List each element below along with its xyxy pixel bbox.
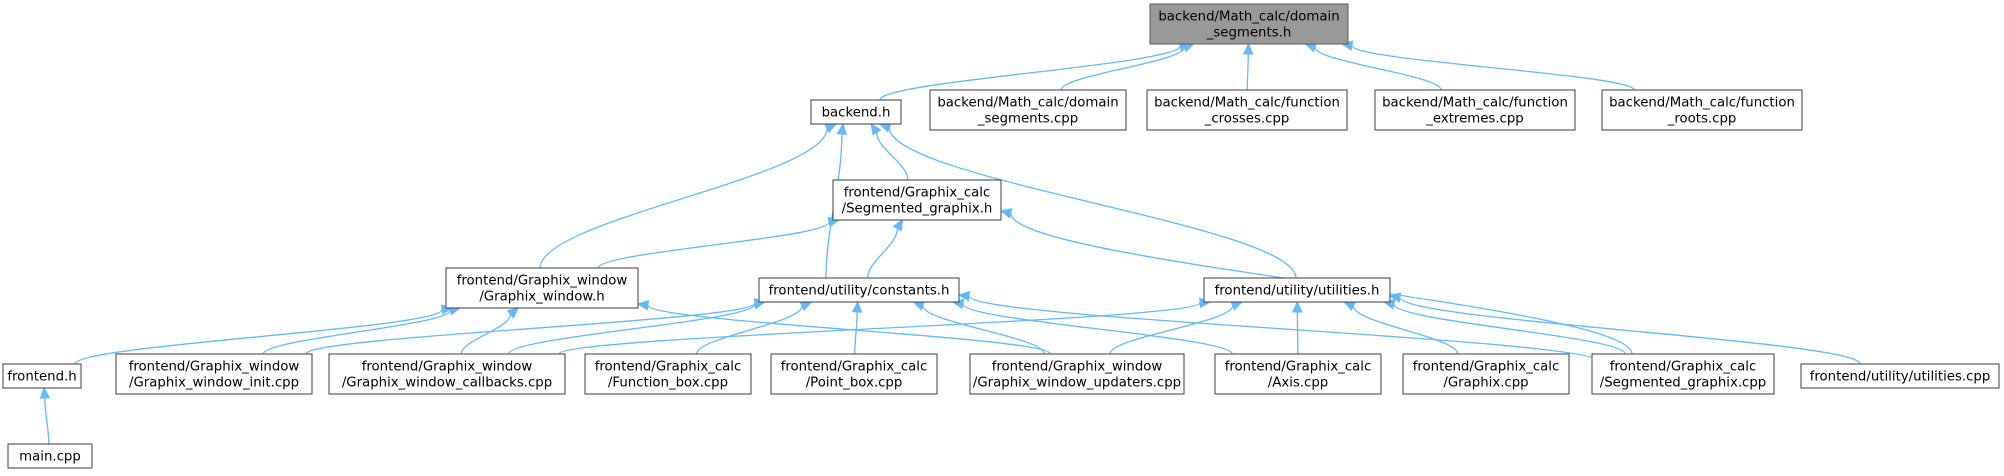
node-box [1591,353,1775,395]
node-utilities-cpp[interactable]: frontend/utility/utilities.cpp [1800,363,2000,389]
node-label-line: frontend/Graphix_calc [1610,360,1757,375]
node-label-line: _crosses.cpp [1204,112,1290,127]
node-graphix-cpp[interactable]: frontend/Graphix_calc/Graphix.cpp [1402,353,1570,395]
node-label-line: /Graphix_window.h [479,290,604,305]
edge-crosses_cpp-to-segments_h [1242,42,1254,91]
node-label-line: /Graphix_window_updaters.cpp [973,376,1181,391]
edge-extremes_cpp-to-segments_h [1304,42,1442,91]
edge-point_box_cpp-to-constants_h [851,300,863,355]
node-box [115,353,313,395]
node-label-line: /Graphix_window_init.cpp [129,376,299,391]
node-roots-cpp[interactable]: backend/Math_calc/function_roots.cpp [1601,89,1803,131]
edge-graphix_window_h-to-backend_h [539,123,838,269]
node-box [929,89,1127,131]
edge-seg_graphix_cpp-to-constants_h [957,290,1601,363]
node-label-line: /Segmented_graphix.cpp [1600,376,1767,391]
node-box [832,179,1002,221]
node-label-line: frontend/utility/utilities.cpp [1810,370,1991,385]
node-main-cpp[interactable]: main.cpp [7,443,93,469]
node-label-line: /Point_box.cpp [806,376,903,391]
node-label-line: frontend/utility/utilities.h [1215,284,1380,299]
node-label-line: _roots.cpp [1667,112,1737,127]
node-box [445,267,639,309]
node-label-line: frontend/Graphix_window [992,360,1163,375]
node-frontend-h[interactable]: frontend.h [2,363,82,389]
node-label-line: _segments.cpp [977,112,1078,127]
node-label-line: frontend/Graphix_calc [844,186,991,201]
node-label-line: /Function_box.cpp [608,376,728,391]
node-label-line: backend/Math_calc/domain [937,96,1118,111]
node-segments-h[interactable]: backend/Math_calc/domain_segments.h [1149,3,1349,45]
node-box [1149,3,1349,45]
node-label-line: frontend.h [7,370,76,385]
edge-gw_init_cpp-to-graphix_window_h [262,305,462,355]
node-box [1214,353,1382,395]
node-box [1146,89,1348,131]
node-backend-h[interactable]: backend.h [810,99,902,125]
edge-utilities_cpp-to-utilities_h [1388,292,1861,365]
node-label-line: frontend/Graphix_calc [595,360,742,375]
node-label-line: backend/Math_calc/domain [1158,10,1339,25]
node-seg-graphix-h[interactable]: frontend/Graphix_calc/Segmented_graphix.… [832,179,1002,221]
node-label-line: /Graphix.cpp [1443,376,1528,391]
node-label-line: /Graphix_window_callbacks.cpp [342,376,552,391]
node-label-line: /Axis.cpp [1268,376,1329,391]
node-seg-graphix-cpp[interactable]: frontend/Graphix_calc/Segmented_graphix.… [1591,353,1775,395]
edge-main_cpp-to-frontend_h [39,386,51,445]
edge-graphix_window_h-to-seg_graphix_h [597,216,841,269]
node-label-line: frontend/Graphix_window [362,360,533,375]
edge-constants_h-to-seg_graphix_h [867,218,904,279]
node-gw-updaters-cpp[interactable]: frontend/Graphix_window/Graphix_window_u… [969,353,1185,395]
edge-gw_callbacks_cpp-to-graphix_window_h [460,307,520,355]
node-box [2,363,82,389]
node-gw-callbacks-cpp[interactable]: frontend/Graphix_window/Graphix_window_c… [328,353,566,395]
node-axis-cpp[interactable]: frontend/Graphix_calc/Axis.cpp [1214,353,1382,395]
node-box [758,277,960,303]
edge-function_box_cpp-to-constants_h [696,301,813,355]
node-gw-init-cpp[interactable]: frontend/Graphix_window/Graphix_window_i… [115,353,313,395]
node-box [1203,277,1391,303]
node-point-box-cpp[interactable]: frontend/Graphix_calc/Point_box.cpp [770,353,938,395]
node-label-line: backend.h [822,106,891,121]
node-box [1402,353,1570,395]
node-label-line: backend/Math_calc/function [1154,96,1340,111]
node-label-line: frontend/Graphix_calc [1225,360,1372,375]
node-box [328,353,566,395]
node-label-line: backend/Math_calc/function [1382,96,1568,111]
node-label-line: _segments.h [1206,26,1292,41]
node-box [770,353,938,395]
node-box [1601,89,1803,131]
node-label-line: frontend/Graphix_window [129,360,300,375]
node-label-line: frontend/utility/constants.h [769,284,950,299]
node-box [1374,89,1576,131]
node-box [584,353,752,395]
node-constants-h[interactable]: frontend/utility/constants.h [758,277,960,303]
node-segments-cpp[interactable]: backend/Math_calc/domain_segments.cpp [929,89,1127,131]
edge-seg_graphix_h-to-backend_h [870,122,909,181]
edge-gw_updaters_cpp-to-graphix_window_h [636,300,1051,355]
edge-utilities_h-to-backend_h [878,122,1297,279]
node-utilities-h[interactable]: frontend/utility/utilities.h [1203,277,1391,303]
node-label-line: frontend/Graphix_calc [1413,360,1560,375]
edge-gw_updaters_cpp-to-utilities_h [1109,300,1244,355]
edge-roots_cpp-to-segments_h [1340,40,1635,91]
node-label-line: frontend/Graphix_window [457,274,628,289]
node-extremes-cpp[interactable]: backend/Math_calc/function_extremes.cpp [1374,89,1576,131]
node-label-line: _extremes.cpp [1425,112,1524,127]
node-box [7,443,93,469]
node-label-line: backend/Math_calc/function [1609,96,1795,111]
node-graphix-window-h[interactable]: frontend/Graphix_window/Graphix_window.h [445,267,639,309]
node-crosses-cpp[interactable]: backend/Math_calc/function_crosses.cpp [1146,89,1348,131]
node-box [1800,363,2000,389]
node-function-box-cpp[interactable]: frontend/Graphix_calc/Function_box.cpp [584,353,752,395]
node-box [969,353,1185,395]
node-layer: backend/Math_calc/domain_segments.hbacke… [2,3,2000,469]
node-label-line: frontend/Graphix_calc [781,360,928,375]
edge-axis_cpp-to-constants_h [951,298,1233,355]
node-label-line: main.cpp [19,450,81,465]
edge-axis_cpp-to-utilities_h [1292,300,1303,355]
node-label-line: /Segmented_graphix.h [842,202,993,217]
node-box [810,99,902,125]
